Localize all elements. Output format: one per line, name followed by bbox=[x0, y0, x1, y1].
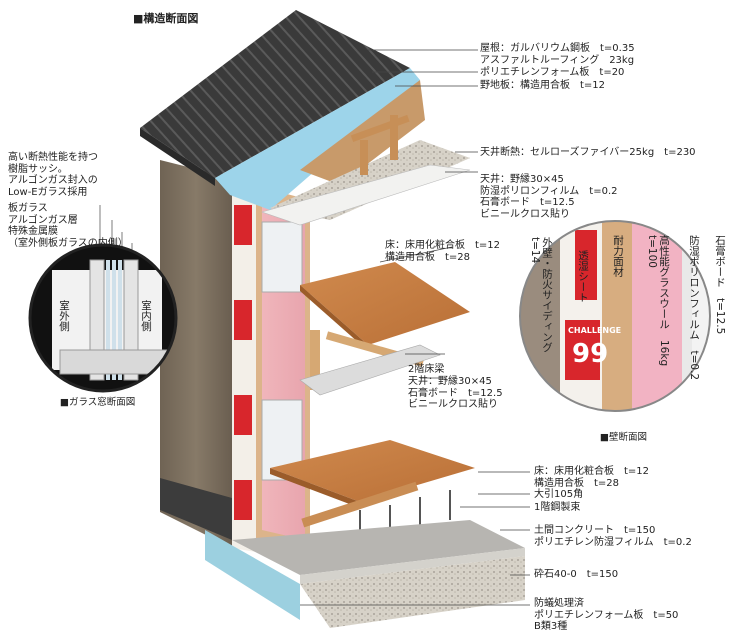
label-roof-foam: ポリエチレンフォーム板 t=20 bbox=[480, 67, 625, 78]
outside-label: 室外側 bbox=[58, 300, 70, 332]
second-floor-edge bbox=[300, 285, 368, 351]
second-floor-deck bbox=[300, 262, 470, 345]
wall-col-panel: 耐力面材 bbox=[612, 235, 624, 277]
wall-circle-ring bbox=[519, 220, 711, 412]
label-floor-post: 1階鋼製束 bbox=[534, 502, 581, 513]
first-floor-deck bbox=[270, 440, 475, 502]
roof-surface bbox=[140, 10, 410, 178]
window-note: 高い断熱性能を持つ 樹脂サッシ。 アルゴンガス封入の Low-Eガラス採用 bbox=[8, 152, 98, 198]
brand-name: CHALLENGE bbox=[568, 326, 622, 335]
roof-edge bbox=[140, 128, 215, 186]
upper-ceiling bbox=[260, 164, 471, 226]
label-beam2: 2階床梁 bbox=[408, 364, 445, 375]
gravel-layer bbox=[300, 556, 525, 628]
roof-foam bbox=[215, 68, 420, 210]
sill-beam bbox=[301, 481, 419, 528]
label-gravel: 砕石40-0 t=150 bbox=[534, 569, 619, 580]
second-floor-ceiling bbox=[299, 344, 441, 396]
window-caption: ■ガラス窓断面図 bbox=[60, 397, 136, 408]
wall-col-film: 防湿ポリロンフィルム t=0.2 bbox=[688, 235, 700, 381]
foundation-foam bbox=[205, 530, 300, 620]
exterior-siding bbox=[160, 160, 232, 548]
page-title: ■構造断面図 bbox=[133, 12, 199, 25]
wall-col-wrap: 透湿シート bbox=[577, 250, 589, 303]
foundation-base bbox=[160, 478, 232, 540]
label-ceiling-insulation: 天井断熱：セルローズファイバー25kg t=230 bbox=[480, 147, 696, 158]
concrete-slab bbox=[232, 520, 525, 575]
moisture-sheet bbox=[232, 180, 256, 552]
label-sill: 大引105角 bbox=[534, 489, 584, 500]
label-roof-sheathing: 野地板：構造用合板 t=12 bbox=[480, 80, 606, 91]
wall-col-glasswool: 高性能グラスウール 16kg t=100 bbox=[646, 235, 670, 377]
window-circle-ring bbox=[28, 243, 178, 393]
inside-label: 室内側 bbox=[140, 300, 152, 332]
wall-col-siding: 外壁・防火サイディング t=14 bbox=[529, 237, 553, 363]
brand-number: 99 bbox=[572, 339, 609, 369]
window-layers: 板ガラス アルゴンガス層 特殊金属膜 （室外側板ガラスの内側） bbox=[8, 203, 128, 249]
slab-film bbox=[300, 548, 525, 584]
sheet-logos bbox=[234, 205, 252, 520]
wall-caption: ■壁断面図 bbox=[600, 432, 647, 443]
window-section-circle bbox=[30, 245, 176, 391]
first-floor-edge bbox=[270, 468, 360, 508]
wall-col-board: 石膏ボード t=12.5 bbox=[714, 235, 726, 335]
attic-framing bbox=[350, 114, 410, 175]
upper-window bbox=[261, 221, 303, 293]
